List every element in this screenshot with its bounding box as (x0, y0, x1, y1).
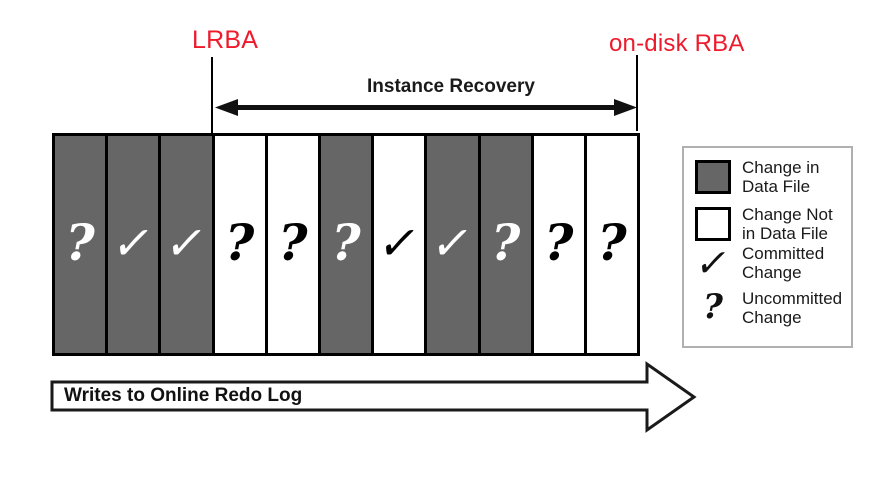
writes-arrow-icon (50, 361, 697, 433)
legend-item-uncommitted-change: ? Uncommitted Change (684, 289, 842, 327)
question-mark-icon: ? (65, 212, 95, 272)
question-mark-icon: ? (278, 212, 308, 272)
check-icon: ✓ (427, 215, 478, 270)
instance-recovery-label: Instance Recovery (367, 76, 535, 97)
redo-block: ? (55, 136, 109, 353)
question-mark-icon: ? (331, 212, 361, 272)
redo-block: ? (586, 136, 638, 353)
legend-item-label: Change in Data File (742, 158, 820, 196)
redo-block: ✓ (161, 136, 215, 353)
check-icon: ✓ (108, 215, 159, 270)
legend-box: Change in Data File Change Not in Data F… (682, 146, 853, 348)
redo-block: ? (214, 136, 268, 353)
legend-item-change-not-in-data-file: Change Not in Data File (684, 205, 833, 243)
legend-item-committed-change: ✓ Committed Change (684, 241, 825, 285)
legend-item-label: Change Not in Data File (742, 205, 833, 243)
question-mark-icon: ? (703, 287, 723, 327)
redo-block: ? (480, 136, 534, 353)
question-mark-icon: ? (544, 212, 574, 272)
legend-item-label: Committed Change (742, 244, 825, 282)
check-icon: ✓ (374, 215, 425, 270)
on-disk-rba-tick-line (636, 55, 638, 131)
redo-log-blocks: ?✓✓???✓✓??? (52, 133, 640, 356)
legend-item-label: Uncommitted Change (742, 289, 843, 327)
redo-block: ? (320, 136, 375, 353)
redo-block: ? (533, 136, 587, 353)
instance-recovery-arrow-icon (215, 99, 637, 116)
legend-item-change-in-data-file: Change in Data File (684, 158, 820, 196)
question-mark-icon: ? (225, 212, 255, 272)
lrba-label: LRBA (192, 26, 259, 54)
no-data-file-swatch-icon (695, 207, 731, 241)
question-mark-icon: ? (597, 212, 627, 272)
redo-block: ✓ (374, 136, 428, 353)
on-disk-rba-label: on-disk RBA (609, 30, 745, 57)
question-mark-icon: ? (490, 212, 521, 272)
writes-arrow-label: Writes to Online Redo Log (64, 385, 303, 406)
lrba-tick-line (211, 57, 213, 134)
data-file-swatch-icon (695, 160, 731, 194)
check-icon: ✓ (161, 215, 212, 270)
check-icon: ✓ (692, 241, 734, 285)
redo-block: ✓ (427, 136, 481, 353)
redo-block: ✓ (108, 136, 162, 353)
redo-block: ? (267, 136, 321, 353)
